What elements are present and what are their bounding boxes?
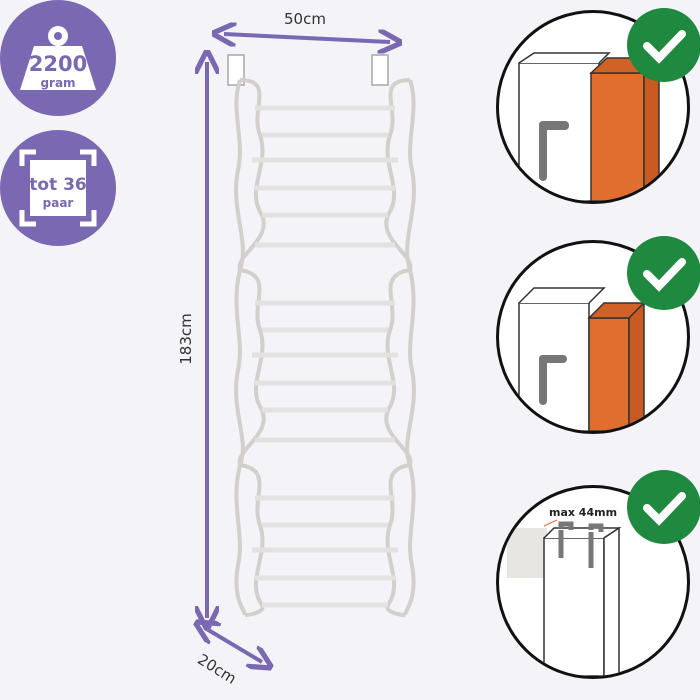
rack xyxy=(227,54,416,617)
depth-arrow xyxy=(205,628,262,662)
check-icon xyxy=(643,492,686,526)
capacity-value: tot 36 xyxy=(29,175,87,195)
max-thickness-label: max 44mm xyxy=(549,506,618,519)
check-icon xyxy=(643,30,686,64)
door-frame-icon xyxy=(518,287,646,431)
width-arrow xyxy=(224,34,390,42)
door-fit-1 xyxy=(496,10,690,204)
check-icon xyxy=(643,258,686,292)
weight-unit: gram xyxy=(40,76,76,90)
width-label: 50cm xyxy=(284,10,326,28)
weight-icon xyxy=(20,26,96,90)
capacity-badge: tot 36 paar xyxy=(0,130,116,246)
check-badge-1 xyxy=(627,8,700,82)
weight-value: 2200 xyxy=(28,52,88,76)
expand-icon xyxy=(19,149,97,227)
capacity-unit: paar xyxy=(42,196,74,210)
weight-badge: 2200 gram xyxy=(0,0,116,116)
door-hooks-icon xyxy=(507,519,622,676)
height-label: 183cm xyxy=(176,313,195,365)
check-badge-3 xyxy=(627,470,700,544)
check-badge-2 xyxy=(627,236,700,310)
